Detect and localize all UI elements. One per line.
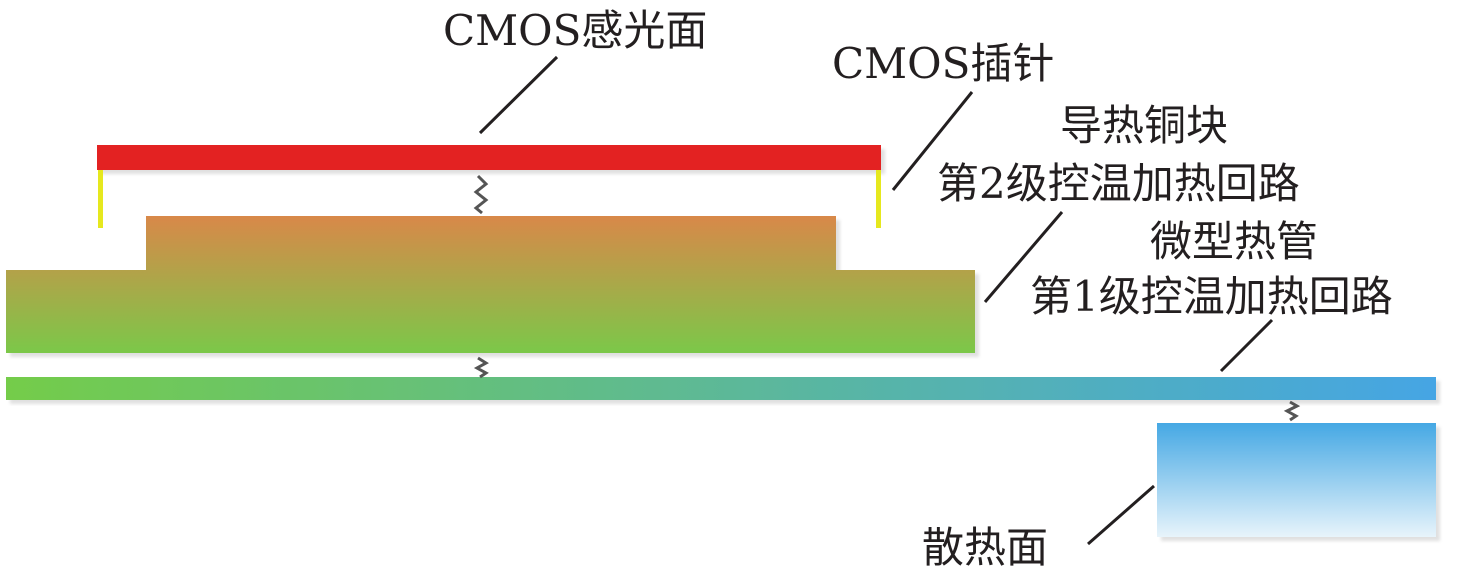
heat-sink-block [1157, 423, 1436, 537]
label-cmos-surface: CMOS感光面 [443, 6, 707, 55]
leader-line-cmos-pins [891, 91, 974, 191]
label-heat-sink-surface: 散热面 [922, 523, 1048, 572]
zigzag-symbol-pipe-sink [1283, 400, 1301, 422]
leader-line-copper [983, 211, 1064, 303]
cmos-pin-right [876, 170, 881, 228]
zigzag-symbol-copper-pipe [473, 356, 489, 379]
label-copper-block: 导热铜块 [1060, 101, 1228, 150]
zigzag-symbol-cmos-copper [473, 174, 489, 215]
leader-line-heat-sink [1087, 484, 1155, 546]
leader-line-heat-pipe [1219, 318, 1274, 373]
cmos-pin-left [98, 170, 103, 228]
label-cmos-pins: CMOS插针 [832, 39, 1054, 88]
cmos-surface-bar [97, 145, 881, 170]
label-micro-heat-pipe: 微型热管 [1150, 217, 1318, 266]
leader-line-cmos-surface [478, 55, 559, 135]
label-stage2-heater: 第2级控温加热回路 [937, 159, 1300, 208]
copper-block [6, 216, 975, 353]
micro-heat-pipe-bar [6, 377, 1436, 400]
label-stage1-heater: 第1级控温加热回路 [1030, 272, 1393, 321]
